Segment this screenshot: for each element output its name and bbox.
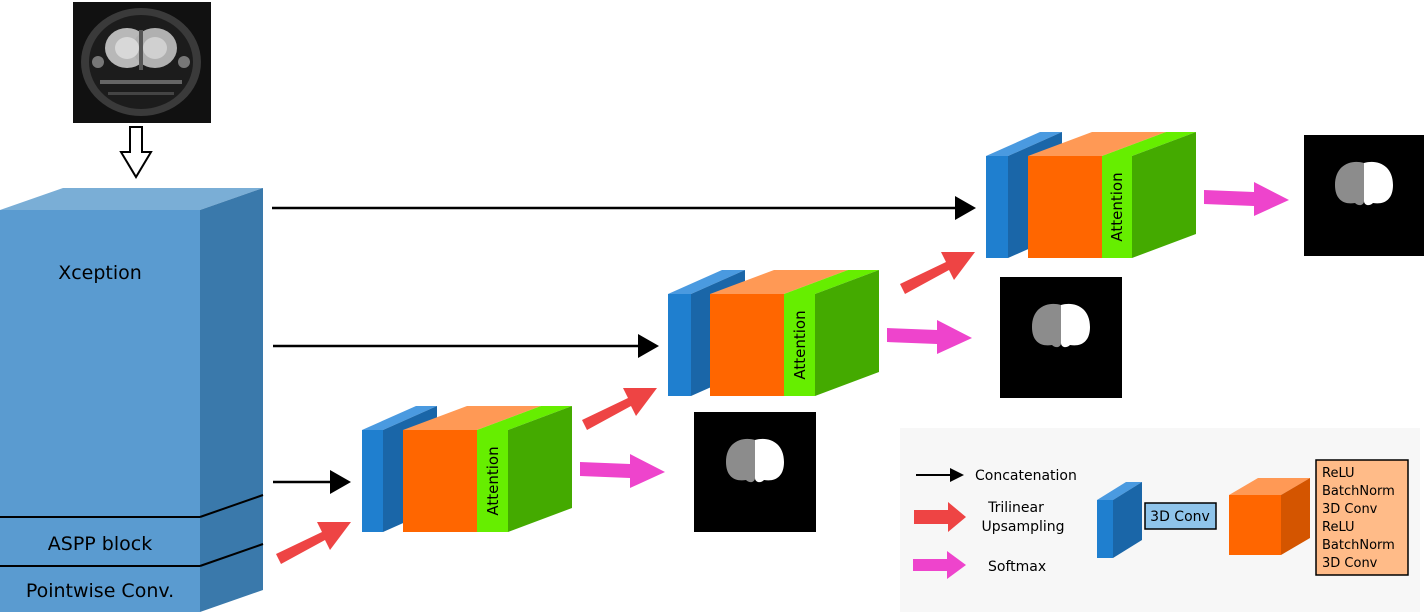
legend-softmax-arrow: [913, 551, 966, 579]
legend-softmax-label: Softmax: [988, 559, 1046, 575]
legend-conv-box: [1144, 502, 1217, 530]
attention-label: Attention: [1108, 172, 1126, 241]
legend-layer-item: BatchNorm: [1322, 484, 1395, 499]
legend-layer-item: ReLU: [1322, 520, 1355, 535]
upsampling-arrow: [276, 522, 351, 564]
attention-label: Attention: [484, 446, 502, 515]
segmentation-output: [694, 412, 816, 532]
input-mri-image: [73, 2, 211, 123]
legend-layer-item: 3D Conv: [1322, 502, 1378, 517]
upsampling-arrow: [900, 252, 975, 294]
input-arrow-icon: [119, 126, 153, 179]
decoder-block-3: [986, 132, 1196, 258]
segmentation-output: [1304, 135, 1424, 256]
legend-conv-box-label: 3D Conv: [1150, 509, 1210, 525]
concat-arrow: [273, 334, 659, 358]
legend-layer-item: 3D Conv: [1322, 556, 1378, 571]
attention-label: Attention: [791, 310, 809, 379]
legend-layer-item: ReLU: [1322, 466, 1355, 481]
softmax-arrow: [887, 320, 972, 354]
xception-label: Xception: [58, 262, 142, 284]
softmax-arrow: [1204, 182, 1289, 216]
legend-concat-arrow: [916, 468, 964, 482]
concat-arrow: [273, 470, 351, 494]
encoder-block: [0, 188, 264, 612]
legend-conv-block: [1097, 482, 1142, 558]
legend-upsampling-arrow: [914, 502, 966, 532]
softmax-arrow: [580, 454, 665, 488]
legend-orange-block: [1229, 478, 1310, 555]
segmentation-output: [1000, 277, 1122, 398]
legend-layer-list-box: [1315, 459, 1409, 576]
concat-arrow: [272, 196, 976, 220]
legend-upsampling-line2: Upsampling: [981, 519, 1064, 535]
decoder-block-1: [362, 406, 572, 532]
legend-upsampling-line1: Trilinear: [987, 500, 1044, 516]
legend-layer-item: BatchNorm: [1322, 538, 1395, 553]
decoder-block-2: [668, 270, 879, 396]
legend-concatenation-label: Concatenation: [975, 468, 1077, 484]
upsampling-arrow: [582, 388, 657, 430]
aspp-block-label: ASPP block: [48, 533, 152, 555]
pointwise-conv-label: Pointwise Conv.: [26, 580, 174, 602]
